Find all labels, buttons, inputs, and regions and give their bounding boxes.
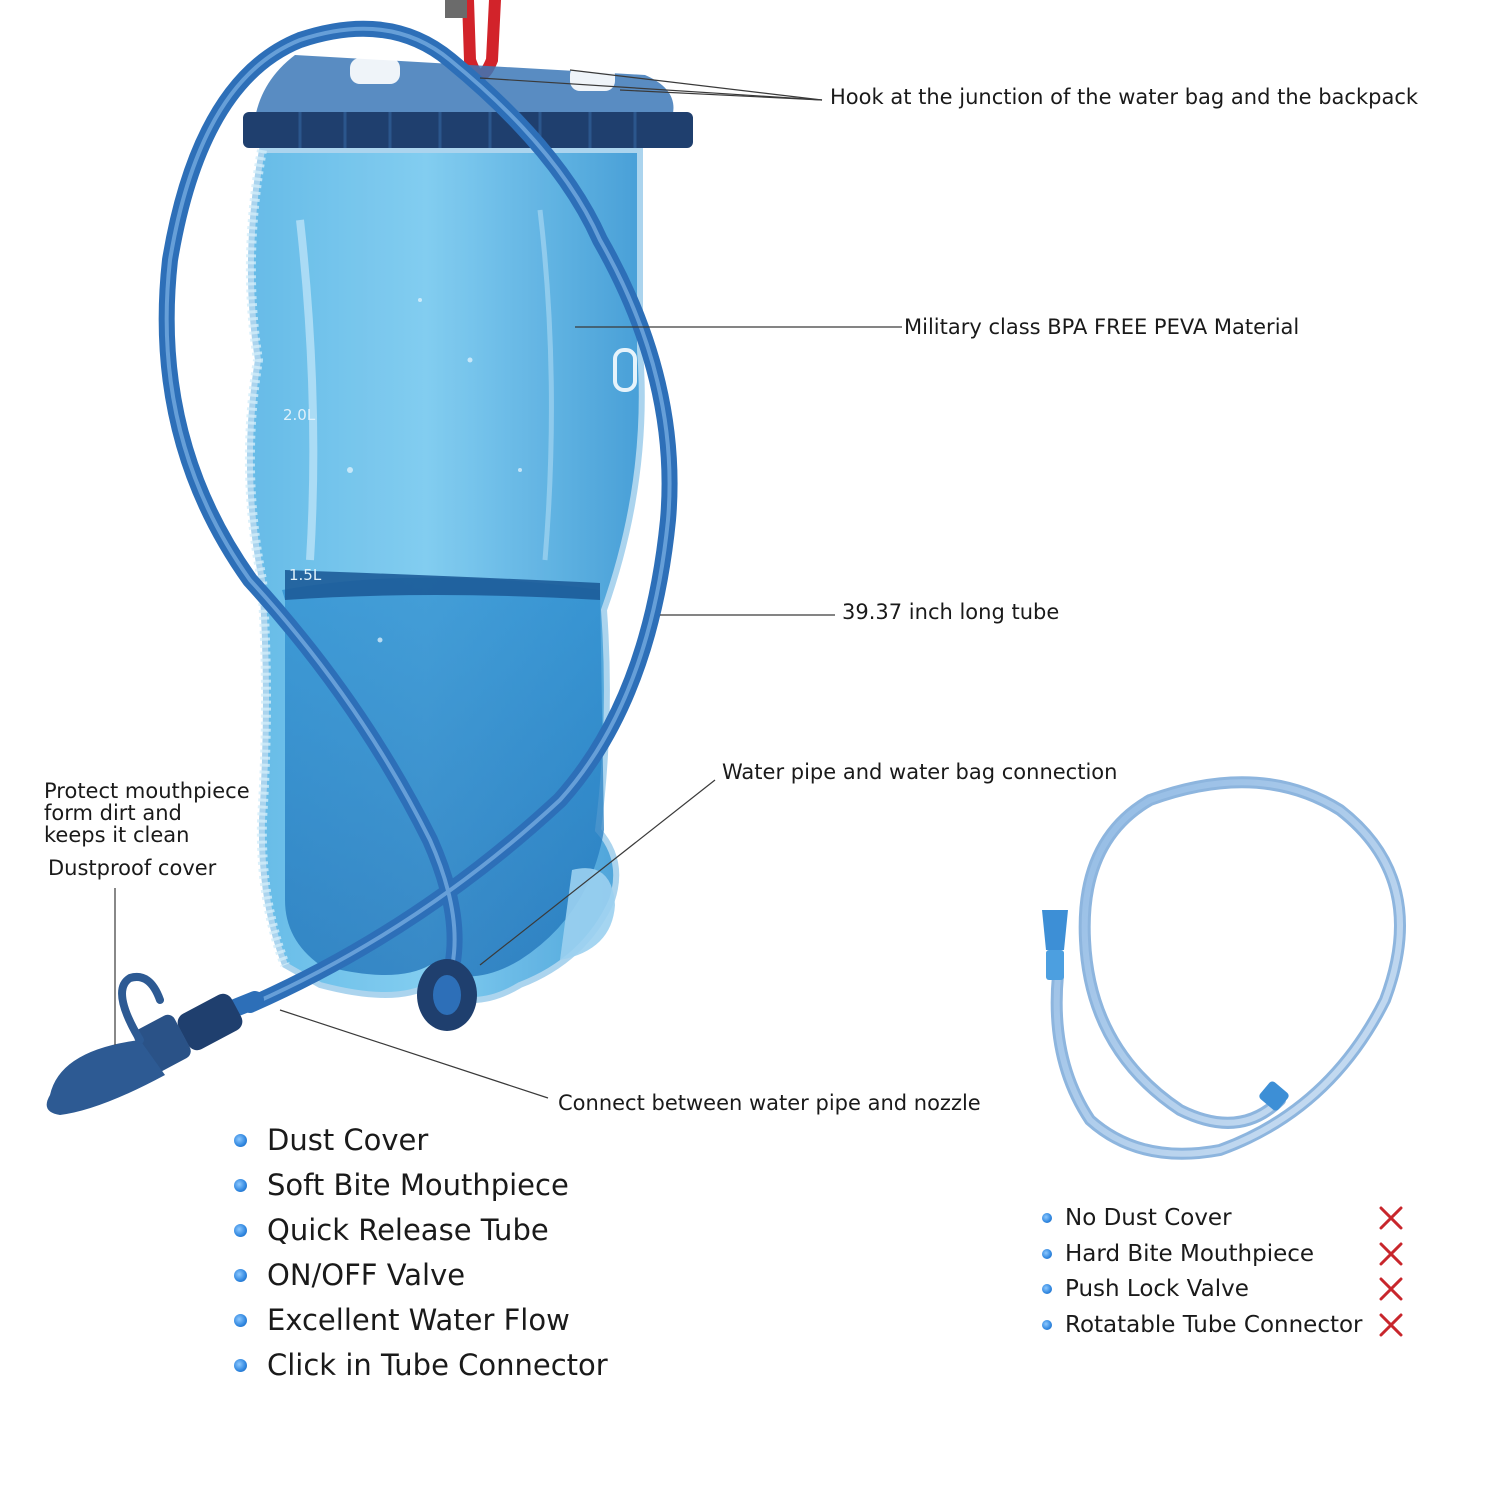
feature-item: Dust Cover xyxy=(230,1122,608,1167)
level-mark-15l: 1.5L xyxy=(289,566,322,584)
callout-tube-length: 39.37 inch long tube xyxy=(842,600,1060,624)
level-mark-2l: 2.0L xyxy=(283,406,316,424)
callout-protect-line1: Protect mouthpiece xyxy=(44,779,250,803)
top-clip-bar xyxy=(243,55,693,148)
blue-dot-icon xyxy=(1042,1248,1052,1259)
feature-label: Click in Tube Connector xyxy=(267,1348,608,1382)
comparison-label: Hard Bite Mouthpiece xyxy=(1065,1240,1315,1267)
feature-item: Quick Release Tube xyxy=(230,1212,608,1257)
comparison-label: Push Lock Valve xyxy=(1065,1276,1249,1302)
drinking-tube xyxy=(158,20,678,1031)
comparison-item: Rotatable Tube Connector xyxy=(1040,1310,1420,1346)
blue-dot-icon xyxy=(1042,1284,1052,1294)
blue-dot-icon xyxy=(1042,1213,1052,1223)
blue-dot-icon xyxy=(234,1134,247,1147)
comparison-label: No Dust Cover xyxy=(1065,1205,1232,1231)
feature-label: Soft Bite Mouthpiece xyxy=(267,1168,569,1202)
callout-connection: Water pipe and water bag connection xyxy=(722,760,1118,784)
comparison-item: No Dust Cover xyxy=(1040,1203,1420,1239)
comparison-item: Push Lock Valve xyxy=(1040,1274,1420,1310)
callout-protect: Protect mouthpiece form dirt and keeps i… xyxy=(44,780,254,846)
feature-item: Excellent Water Flow xyxy=(230,1302,608,1347)
feature-label: ON/OFF Valve xyxy=(267,1258,466,1292)
comparison-item: Hard Bite Mouthpiece xyxy=(1040,1239,1420,1275)
comparison-label: Rotatable Tube Connector xyxy=(1065,1311,1363,1338)
callout-dustproof: Dustproof cover xyxy=(48,856,217,880)
feature-item: ON/OFF Valve xyxy=(230,1257,608,1302)
feature-label: Quick Release Tube xyxy=(267,1213,549,1247)
blue-dot-icon xyxy=(234,1179,247,1192)
feature-list: Dust Cover Soft Bite Mouthpiece Quick Re… xyxy=(230,1122,608,1392)
comparison-tube xyxy=(1042,776,1406,1160)
red-cross-icon xyxy=(1379,1313,1403,1336)
callout-nozzle: Connect between water pipe and nozzle xyxy=(558,1091,981,1115)
comparison-list: No Dust Cover Hard Bite Mouthpiece Push … xyxy=(1040,1203,1420,1345)
feature-label: Excellent Water Flow xyxy=(267,1303,570,1337)
feature-label: Dust Cover xyxy=(267,1123,429,1157)
mouthpiece-assembly xyxy=(46,973,264,1115)
red-cross-icon xyxy=(1379,1277,1403,1301)
blue-dot-icon xyxy=(1042,1319,1052,1330)
water-bag xyxy=(244,147,645,1003)
blue-dot-icon xyxy=(234,1224,247,1237)
callout-leader-lines xyxy=(114,69,902,1099)
feature-item: Click in Tube Connector xyxy=(230,1347,608,1392)
red-cross-icon xyxy=(1379,1206,1403,1230)
callout-protect-line2: form dirt and xyxy=(44,801,182,825)
callout-protect-line3: keeps it clean xyxy=(44,823,190,847)
blue-dot-icon xyxy=(234,1269,247,1282)
blue-dot-icon xyxy=(234,1359,247,1372)
water-droplets xyxy=(347,298,522,643)
feature-item: Soft Bite Mouthpiece xyxy=(230,1167,608,1212)
callout-material: Military class BPA FREE PEVA Material xyxy=(904,315,1300,339)
callout-hook: Hook at the junction of the water bag an… xyxy=(830,85,1419,109)
red-cross-icon xyxy=(1379,1242,1403,1265)
blue-dot-icon xyxy=(234,1314,247,1327)
